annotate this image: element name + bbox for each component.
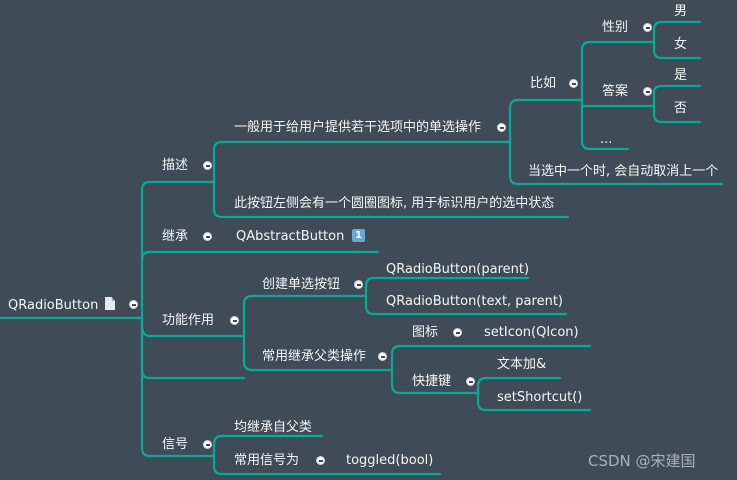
root-collapse-toggle[interactable] (129, 300, 138, 309)
number-badge-icon: 1 (352, 229, 365, 242)
node-text-ampersand: 文本加& (497, 357, 547, 372)
create-button-collapse-toggle[interactable] (354, 280, 363, 289)
node-yes: 是 (674, 68, 688, 83)
node-common-parent-ops: 常用继承父类操作 (262, 349, 367, 364)
node-setshortcut: setShortcut() (497, 390, 583, 405)
node-inherit: 继承 (162, 229, 189, 244)
signals-collapse-toggle[interactable] (203, 440, 212, 449)
node-shortcut: 快捷键 (412, 374, 452, 389)
node-male: 男 (674, 4, 688, 19)
node-common-signal: 常用信号为 (234, 453, 300, 468)
node-create-button: 创建单选按钮 (262, 277, 341, 292)
shortcut-collapse-toggle[interactable] (466, 377, 475, 386)
node-toggled: toggled(bool) (346, 453, 434, 468)
node-description: 描述 (162, 158, 189, 173)
root-label: QRadioButton (8, 298, 99, 313)
node-gender: 性别 (602, 20, 629, 35)
common-parent-ops-collapse-toggle[interactable] (378, 352, 387, 361)
node-answer: 答案 (602, 84, 629, 99)
node-auto-cancel: 当选中一个时, 会自动取消上一个 (528, 164, 719, 179)
node-circle-icon-note: 此按钮左侧会有一个圆圈图标, 用于标识用户的选中状态 (234, 196, 555, 211)
node-qabstractbutton: QAbstractButton (236, 229, 345, 244)
node-no: 否 (674, 101, 688, 116)
gender-collapse-toggle[interactable] (643, 23, 652, 32)
node-seticon: setIcon(QIcon) (484, 325, 579, 340)
node-signals: 信号 (162, 437, 189, 452)
node-general-usage: 一般用于给用户提供若干选项中的单选操作 (234, 120, 482, 135)
common-signal-collapse-toggle[interactable] (316, 456, 325, 465)
node-more: ... (600, 132, 613, 147)
node-female: 女 (674, 37, 688, 52)
node-functions: 功能作用 (162, 313, 215, 328)
example-collapse-toggle[interactable] (569, 79, 578, 88)
answer-collapse-toggle[interactable] (643, 87, 652, 96)
node-ctor-text-parent: QRadioButton(text, parent) (386, 294, 563, 309)
inherit-collapse-toggle[interactable] (203, 232, 212, 241)
node-icon: 图标 (412, 325, 439, 340)
node-ctor-parent: QRadioButton(parent) (386, 262, 530, 277)
description-collapse-toggle[interactable] (203, 161, 212, 170)
node-all-inherited: 均继承自父类 (234, 420, 313, 435)
functions-collapse-toggle[interactable] (230, 316, 239, 325)
general-usage-collapse-toggle[interactable] (497, 123, 506, 132)
node-example: 比如 (530, 76, 557, 91)
watermark: CSDN @宋建国 (588, 452, 696, 470)
icon-collapse-toggle[interactable] (453, 328, 462, 337)
